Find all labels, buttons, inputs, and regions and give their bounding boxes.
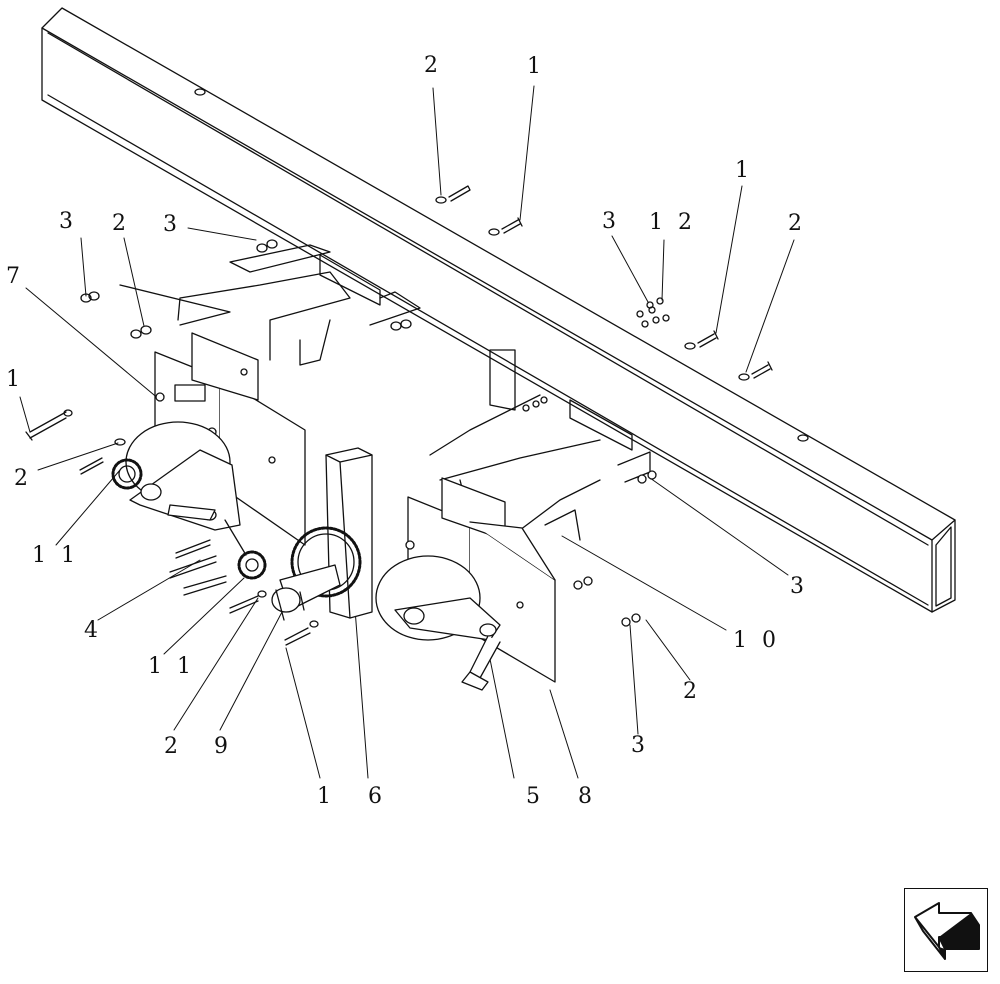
left-winch-housing xyxy=(125,332,306,546)
callout-label: 9 xyxy=(214,734,232,759)
callout-label: 3 xyxy=(790,574,808,599)
main-beam xyxy=(41,7,956,613)
beam-top-hardware xyxy=(435,185,773,381)
callout-label: 1 xyxy=(317,784,335,809)
callout-label: 1 2 xyxy=(649,210,696,235)
center-post xyxy=(271,447,373,621)
callout-label: 1 0 xyxy=(733,628,780,653)
left-sprockets xyxy=(111,458,267,580)
left-side-hardware xyxy=(25,239,412,646)
callout-label: 6 xyxy=(368,784,386,809)
callout-label: 7 xyxy=(6,264,24,289)
callout-label: 1 xyxy=(735,158,753,183)
navigation-arrow-button[interactable] xyxy=(904,888,988,972)
callout-label: 8 xyxy=(578,784,596,809)
callout-label: 3 xyxy=(163,212,181,237)
callout-label: 2 xyxy=(788,211,806,236)
callout-label: 5 xyxy=(526,784,544,809)
callout-label: 1 xyxy=(527,54,545,79)
callout-label: 4 xyxy=(84,618,102,643)
callout-label: 2 xyxy=(164,734,182,759)
callout-label: 2 xyxy=(683,679,701,704)
callout-label: 3 xyxy=(59,209,77,234)
callout-label: 2 xyxy=(424,53,442,78)
callout-label: 1 1 xyxy=(148,654,195,679)
callout-label: 3 xyxy=(631,733,649,758)
callout-label: 2 xyxy=(14,466,32,491)
right-winch-housing xyxy=(375,396,657,691)
callout-label: 1 xyxy=(6,367,24,392)
arrow-navigation-icon xyxy=(914,902,980,960)
callout-label: 1 1 xyxy=(32,543,79,568)
callout-label: 2 xyxy=(112,211,130,236)
callout-label: 3 xyxy=(602,209,620,234)
